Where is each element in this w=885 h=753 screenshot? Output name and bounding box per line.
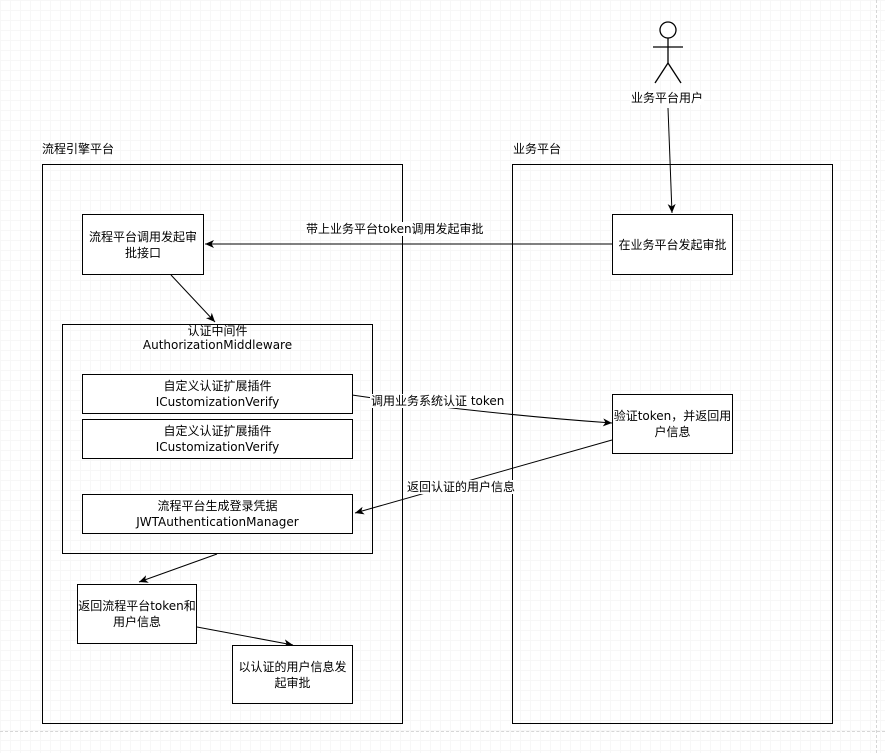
verify-token-node[interactable]: 验证token，并返回用 户信息 xyxy=(612,394,733,454)
start-approval-text: 以认证的用户信息发 起审批 xyxy=(238,659,347,690)
page-boundary-vertical xyxy=(876,0,877,753)
business-platform-lane[interactable] xyxy=(512,164,833,724)
edge-verify-to-jwt[interactable] xyxy=(354,439,613,515)
business-lane-title: 业务平台 xyxy=(513,142,562,156)
plugin-1-text: 自定义认证扩展插件 ICustomizationVerify xyxy=(155,379,280,409)
call-approval-api-text: 流程平台调用发起审 批接口 xyxy=(88,229,197,260)
call-approval-api-node[interactable]: 流程平台调用发起审 批接口 xyxy=(82,214,204,275)
actor-stick-figure[interactable] xyxy=(653,21,683,84)
plugin-2-text: 自定义认证扩展插件 ICustomizationVerify xyxy=(155,424,280,454)
return-token-text: 返回流程平台token和 用户信息 xyxy=(78,599,196,629)
jwt-authentication-manager-node[interactable]: 流程平台生成登录凭据 JWTAuthenticationManager xyxy=(82,494,353,534)
customization-verify-plugin-1[interactable]: 自定义认证扩展插件 ICustomizationVerify xyxy=(82,374,353,414)
jwt-manager-text: 流程平台生成登录凭据 JWTAuthenticationManager xyxy=(136,499,299,529)
customization-verify-plugin-2[interactable]: 自定义认证扩展插件 ICustomizationVerify xyxy=(82,419,353,459)
auth-middleware-title: 认证中间件 AuthorizationMiddleware xyxy=(142,324,293,352)
return-token-node[interactable]: 返回流程平台token和 用户信息 xyxy=(77,584,197,644)
edge-label-return-user: 返回认证的用户信息 xyxy=(406,480,517,494)
edge-return-to-start-approval[interactable] xyxy=(196,626,294,648)
edge-call-api-to-middleware[interactable] xyxy=(170,274,216,323)
engine-lane-title: 流程引擎平台 xyxy=(42,142,115,156)
engine-platform-lane[interactable] xyxy=(42,164,403,724)
biz-start-approval-node[interactable]: 在业务平台发起审批 xyxy=(612,214,733,275)
actor-label: 业务平台用户 xyxy=(630,91,705,105)
edge-label-with-token: 带上业务平台token调用发起审批 xyxy=(305,222,485,236)
start-approval-node[interactable]: 以认证的用户信息发 起审批 xyxy=(232,645,353,704)
verify-token-text: 验证token，并返回用 户信息 xyxy=(613,409,732,439)
edge-middleware-to-return[interactable] xyxy=(138,553,218,583)
edge-actor-to-biz-start[interactable] xyxy=(667,107,676,214)
biz-start-text: 在业务平台发起审批 xyxy=(618,237,727,252)
auth-middleware-container[interactable] xyxy=(62,324,373,554)
edge-label-call-verify: 调用业务系统认证 token xyxy=(370,394,506,408)
page-boundary-horizontal xyxy=(0,731,885,732)
